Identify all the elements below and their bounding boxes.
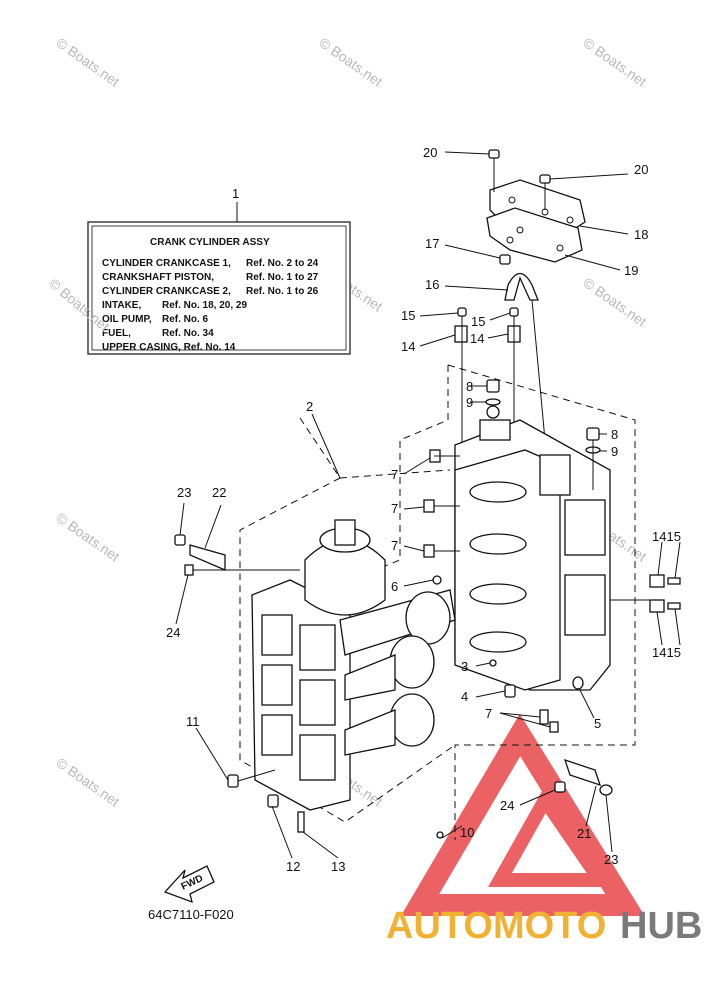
callout-10: 10: [460, 825, 474, 840]
callout-13: 13: [331, 859, 345, 874]
info-row-name: OIL PUMP,: [102, 314, 152, 325]
callout-9: 9: [611, 444, 618, 459]
watermark: © Boats.net: [53, 509, 122, 564]
info-row-name: CYLINDER CRANKCASE 1,: [102, 258, 231, 269]
callout-3: 3: [461, 659, 468, 674]
info-box-title: CRANK CYLINDER ASSY: [150, 237, 270, 248]
brand-name-secondary: HUB: [620, 905, 702, 947]
info-row-name: UPPER CASING, Ref. No. 14: [102, 342, 236, 353]
callout-15: 15: [471, 314, 485, 329]
info-row-ref: Ref. No. 6: [162, 314, 209, 325]
callout-1415: 1415: [652, 645, 681, 660]
crankcase-block: [423, 379, 611, 733]
callout-8: 8: [466, 379, 473, 394]
callout-9: 9: [466, 395, 473, 410]
info-row-name: FUEL,: [102, 328, 131, 339]
brand-name-primary: AUTOMOTO: [386, 905, 606, 947]
callout-1415: 1415: [652, 529, 681, 544]
callout-14: 14: [470, 331, 484, 346]
callout-1: 1: [232, 186, 239, 201]
callout-15: 15: [401, 308, 415, 323]
callout-23: 23: [177, 485, 191, 500]
callout-8: 8: [611, 427, 618, 442]
callout-4: 4: [461, 689, 468, 704]
fwd-arrow-icon: FWD: [163, 865, 215, 904]
info-row-ref: Ref. No. 2 to 24: [246, 258, 319, 269]
callout-7: 7: [485, 706, 492, 721]
callout-2: 2: [306, 399, 313, 414]
info-row-ref: Ref. No. 34: [162, 328, 214, 339]
callout-7: 7: [391, 501, 398, 516]
callout-11: 11: [186, 714, 200, 729]
brand-logo: AUTOMOTO HUB: [386, 905, 702, 947]
bracket-parts: [454, 254, 546, 455]
callout-17: 17: [425, 236, 439, 251]
info-row-name: INTAKE,: [102, 300, 141, 311]
callout-16: 16: [425, 277, 439, 292]
callout-20: 20: [634, 162, 648, 177]
callout-23: 23: [604, 852, 618, 867]
watermark: © Boats.net: [316, 34, 385, 89]
info-box: 1 CRANK CYLINDER ASSY CYLINDER CRANKCASE…: [46, 186, 351, 355]
callout-24: 24: [166, 625, 180, 640]
callout-5: 5: [594, 716, 601, 731]
watermark: © Boats.net: [53, 754, 122, 809]
callout-18: 18: [634, 227, 648, 242]
callout-22: 22: [212, 485, 226, 500]
side-fasteners: [610, 574, 681, 613]
callout-6: 6: [391, 579, 398, 594]
callout-7: 7: [391, 538, 398, 553]
callout-numbers: 20 20 18 19 17 16 15 15 14 14 8 9 8 9 2 …: [166, 145, 681, 874]
callout-24: 24: [500, 798, 514, 813]
lower-fittings: [554, 758, 613, 796]
callout-14: 14: [401, 339, 415, 354]
cylinder-head: [174, 519, 456, 839]
cover-plate: [486, 149, 586, 263]
info-row-name: CRANKSHAFT PISTON,: [102, 272, 214, 283]
leader-lines: [175, 151, 681, 859]
callout-7: 7: [391, 467, 398, 482]
callout-12: 12: [286, 859, 300, 874]
info-row-ref: Ref. No. 1 to 26: [246, 286, 319, 297]
diagram-code: 64C7110-F020: [148, 907, 234, 922]
brand-triangle: [400, 713, 645, 916]
callout-19: 19: [624, 263, 638, 278]
callout-20: 20: [423, 145, 437, 160]
callout-21: 21: [577, 826, 591, 841]
info-row-name: CYLINDER CRANKCASE 2,: [102, 286, 231, 297]
info-row-ref: Ref. No. 18, 20, 29: [162, 300, 247, 311]
watermark: © Boats.net: [580, 34, 649, 89]
watermark: © Boats.net: [53, 34, 122, 89]
watermark: © Boats.net: [580, 274, 649, 329]
info-row-ref: Ref. No. 1 to 27: [246, 272, 319, 283]
